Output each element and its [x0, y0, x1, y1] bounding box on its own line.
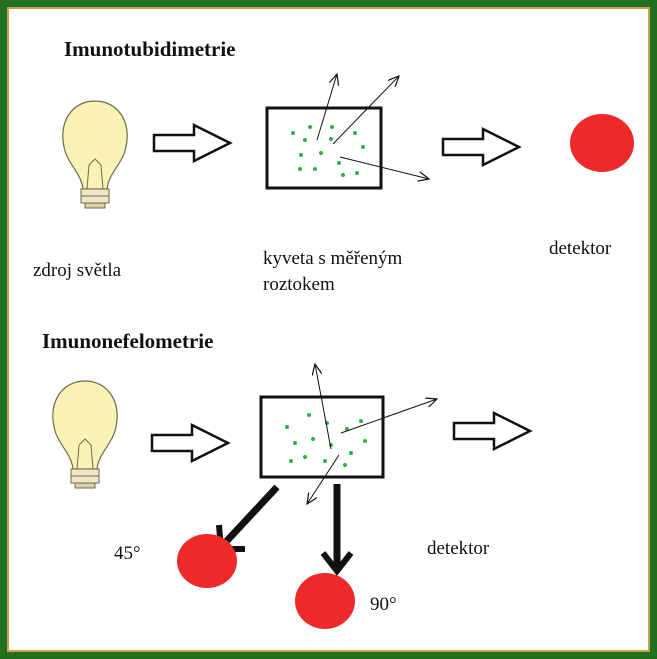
scatter-rays-2	[307, 364, 437, 504]
light-source-label: zdroj světla	[33, 260, 122, 281]
detector-label-2: detektor	[427, 538, 490, 559]
diagram-graphics	[52, 9, 634, 629]
hollow-arrow-icon	[152, 123, 232, 163]
cuvette-label-line1: kyveta s měřeným	[263, 248, 403, 269]
hollow-arrow-icon	[441, 127, 521, 167]
light-bulb-icon	[52, 380, 118, 489]
cuvette-2	[259, 395, 385, 479]
detector-label-1: detektor	[549, 238, 612, 259]
particles-1	[291, 125, 365, 177]
title-immunonephelometry: Imunonefelometrie	[42, 329, 214, 353]
hollow-arrow-icon	[150, 423, 230, 463]
scatter-rays-1	[316, 74, 429, 179]
light-bulb-icon	[62, 100, 128, 209]
diagram-canvas: Imunotubidimetrie zdroj světla kyveta s …	[7, 7, 650, 652]
title-immunoturbidimetry: Imunotubidimetrie	[64, 37, 236, 61]
arrow-45-degree	[216, 484, 280, 552]
hollow-arrow-icon	[452, 411, 532, 451]
detector-45	[177, 534, 237, 588]
angle-90-label: 90°	[370, 594, 397, 615]
detector-1	[570, 114, 634, 172]
cuvette-label-line2: roztokem	[263, 274, 335, 295]
detector-90	[295, 573, 355, 629]
angle-45-label: 45°	[114, 543, 141, 564]
arrow-90-degree	[320, 484, 354, 576]
